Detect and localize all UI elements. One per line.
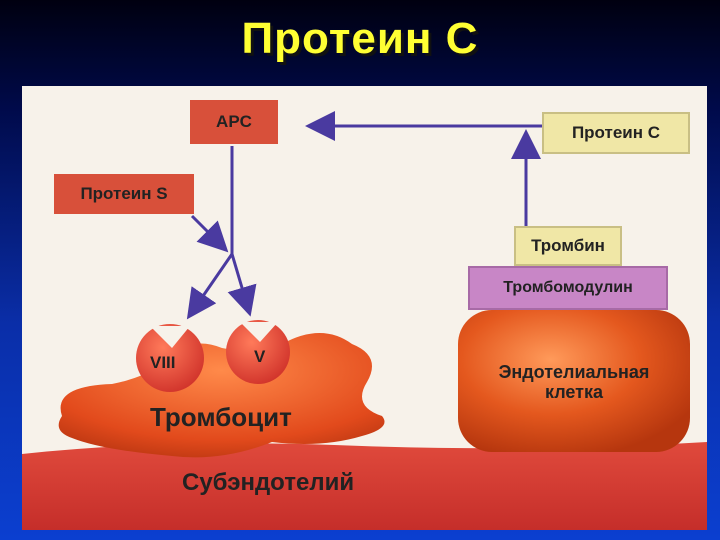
apc-box: APC <box>190 100 278 144</box>
platelet-label: Тромбоцит <box>150 402 292 432</box>
subendothelium-band <box>22 442 707 530</box>
platelet-shape <box>58 333 385 458</box>
arrow-protein-s-to-junction <box>190 214 229 253</box>
endothelial-label-line2: клетка <box>545 382 604 402</box>
factor-v-circle <box>226 320 290 384</box>
arrow-to-factor-v <box>227 253 257 317</box>
factor-v-notch <box>240 322 278 342</box>
protein-s-box: Протеин S <box>54 174 194 214</box>
factor-v-label: V <box>254 347 266 366</box>
endothelial-label-line1: Эндотелиальная <box>499 362 650 382</box>
subendothelium-label: Субэндотелий <box>182 469 354 496</box>
factor-viii-circle <box>136 324 204 392</box>
factor-viii-notch <box>150 326 190 348</box>
arrow-to-factor-viii <box>186 253 234 320</box>
diagram-canvas: VIII V Тромбоцит Эндотелиальная клетка С… <box>22 111 707 530</box>
slide-title: Протеин С <box>241 14 479 63</box>
factor-viii-label: VIII <box>150 353 176 372</box>
protein-c-box: Протеин C <box>542 112 690 154</box>
endothelial-cell-shape <box>458 310 690 452</box>
thrombomodulin-box: Тромбомодулин <box>468 266 668 310</box>
thrombin-box: Тромбин <box>514 226 622 266</box>
diagram-panel: VIII V Тромбоцит Эндотелиальная клетка С… <box>22 86 707 530</box>
